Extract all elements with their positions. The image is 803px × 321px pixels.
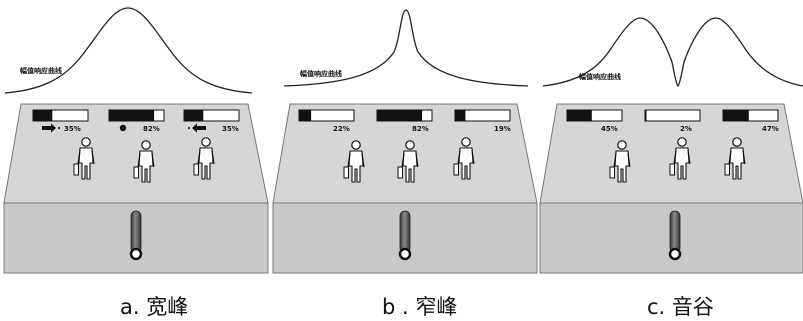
meter-percent: 2% xyxy=(680,125,692,133)
meter-percent: 35% xyxy=(222,125,239,133)
microphone-rod xyxy=(398,210,412,261)
panel-b: 幅值响应曲线 22% 82% 19% xyxy=(272,9,538,274)
meter-fill xyxy=(455,110,466,121)
level-meter xyxy=(298,109,355,122)
meter-percent: 82% xyxy=(143,125,160,133)
meter-fill xyxy=(645,110,647,121)
response-curve-wide-peak xyxy=(4,7,253,94)
meter-percent: 47% xyxy=(762,125,779,133)
curve-label: 幅值响应曲线 xyxy=(579,72,621,81)
caption-b: b . 窄峰 xyxy=(382,295,457,319)
caption-a: a. 宽峰 xyxy=(120,295,188,319)
microphone-rod xyxy=(129,210,143,261)
arrow-right-icon-dot xyxy=(58,127,60,129)
caption-c: c. 音谷 xyxy=(647,295,714,319)
level-meter xyxy=(32,109,89,122)
response-curve-narrow-peak xyxy=(283,9,529,87)
curve-label: 幅值响应曲线 xyxy=(20,66,62,75)
arrow-left-icon xyxy=(192,123,206,133)
curve-label: 幅值响应曲线 xyxy=(300,69,342,78)
level-meter xyxy=(566,109,623,122)
meter-fill xyxy=(299,110,312,121)
level-meter xyxy=(376,109,433,122)
panel-a: 幅值响应曲线 35% 82% 35% xyxy=(3,7,269,274)
meter-fill xyxy=(377,110,423,121)
console-top xyxy=(539,103,803,204)
level-meter xyxy=(183,109,240,122)
level-meter xyxy=(644,109,701,122)
meter-percent: 19% xyxy=(494,125,511,133)
response-curve-notch xyxy=(542,17,803,87)
meter-fill xyxy=(109,110,155,121)
microphone-rod xyxy=(668,210,682,261)
dot-icon xyxy=(119,124,127,132)
level-meter xyxy=(722,109,779,122)
level-meter xyxy=(454,109,511,122)
meter-fill xyxy=(567,110,592,121)
meter-fill xyxy=(33,110,53,121)
level-meter xyxy=(108,109,165,122)
meter-percent: 82% xyxy=(412,125,429,133)
arrow-left-icon-dot xyxy=(188,127,190,129)
meter-fill xyxy=(723,110,749,121)
meter-fill xyxy=(184,110,204,121)
meter-percent: 22% xyxy=(333,125,350,133)
arrow-right-icon xyxy=(42,123,56,133)
meter-percent: 45% xyxy=(601,125,618,133)
panel-c: 幅值响应曲线 45% 2% 47% xyxy=(539,17,803,274)
meter-percent: 35% xyxy=(64,125,81,133)
